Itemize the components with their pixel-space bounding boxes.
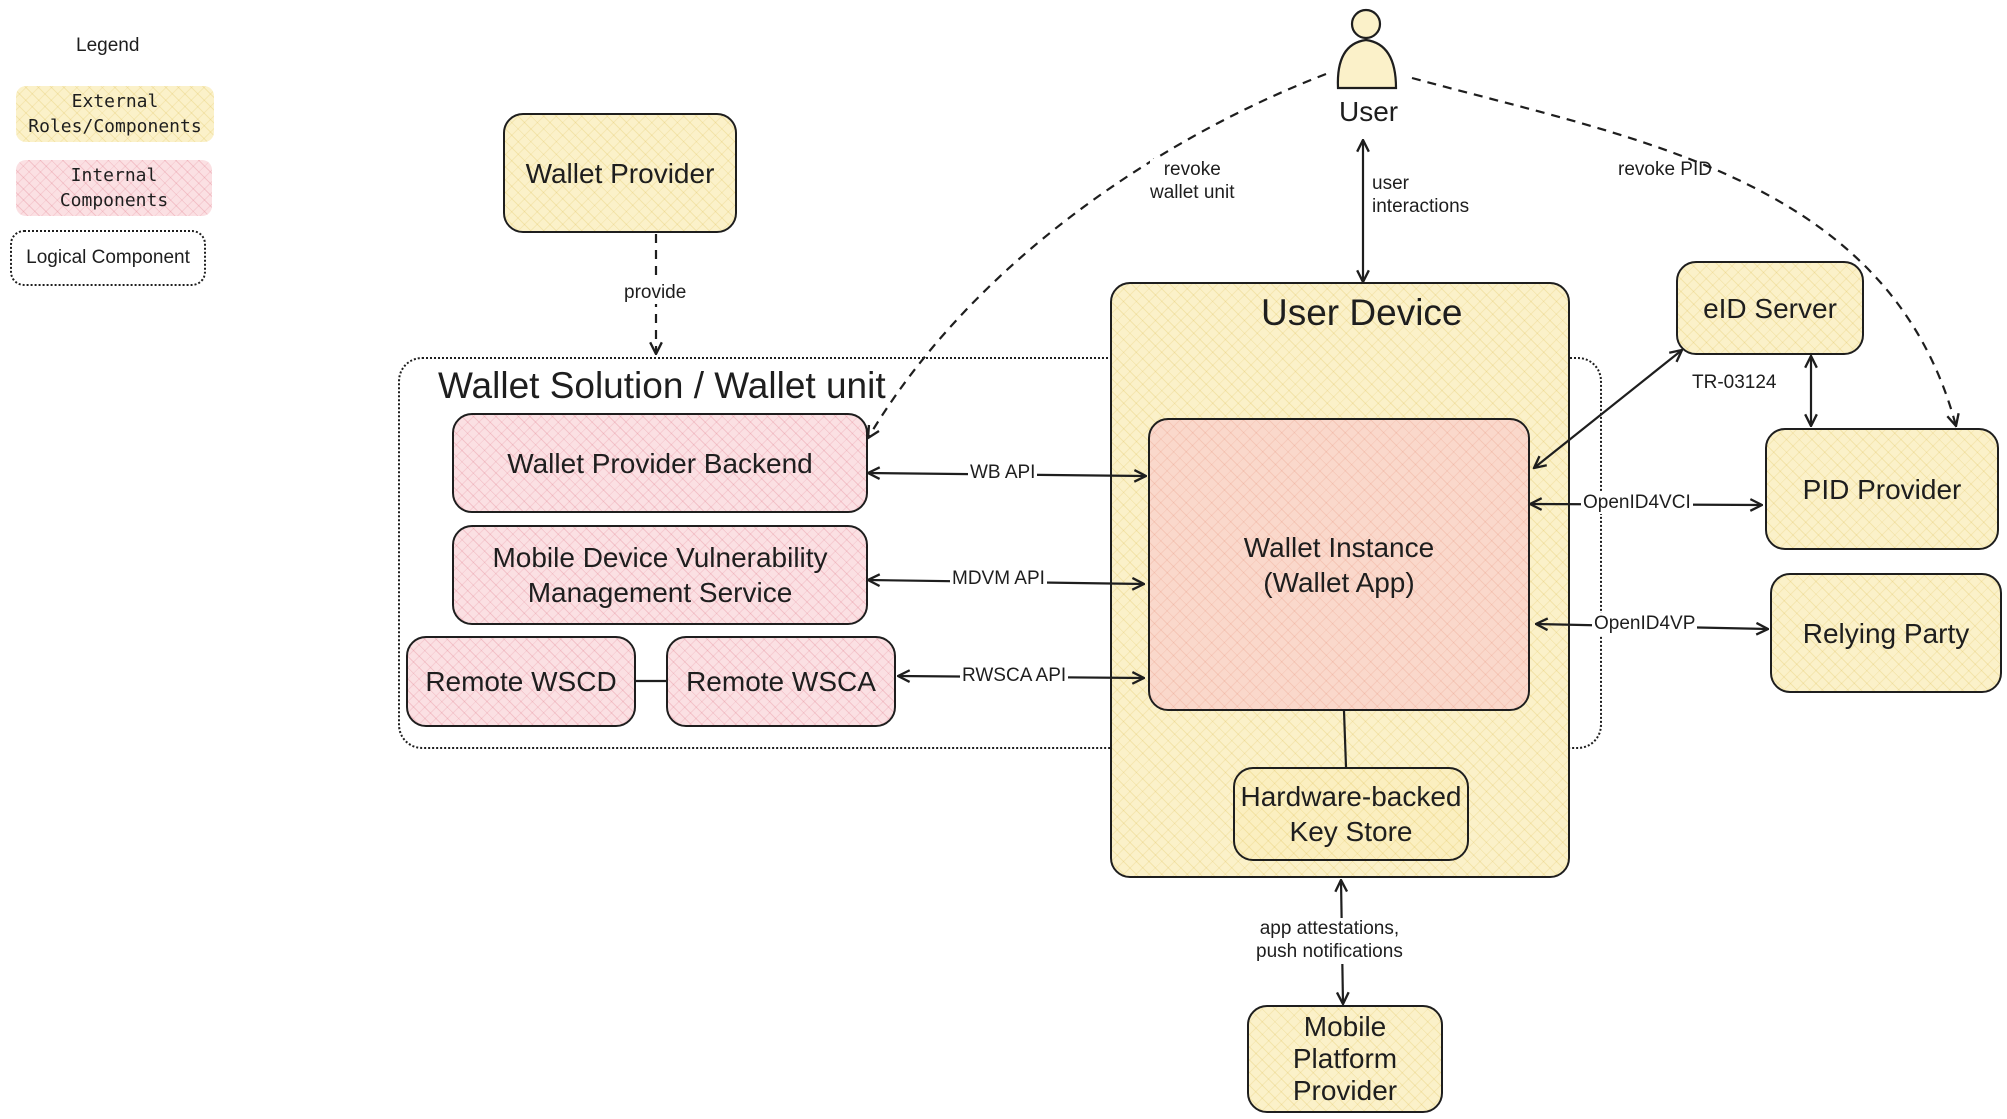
revoke-pid-connector [1411,76,1956,426]
legend-logical-label: Logical Component [26,247,190,269]
legend-external: External Roles/Components [16,86,214,142]
relying-party-label: Relying Party [1802,617,1970,649]
revoke-wallet-unit-connector [868,72,1327,438]
revoke-pid-label: revoke PID [1618,159,1712,180]
relying-party-box: Relying Party [1770,573,2002,693]
legend-external-label: External Roles/Components [28,90,202,137]
eid-server-label: eID Server [1703,292,1837,324]
remote-wscd-label: Remote WSCD [425,666,617,697]
user-interactions-label: user interactions [1372,173,1470,217]
wallet-instance-box: Wallet Instance (Wallet App) [1148,418,1530,711]
eid-server-box: eID Server [1676,261,1864,355]
pid-provider-label: PID Provider [1802,473,1962,505]
mdvm-service-label: Mobile Device Vulnerability Management S… [492,542,828,608]
legend-internal: Internal Components [16,160,212,216]
legend-title: Legend [76,35,140,56]
wallet-provider-box: Wallet Provider [503,113,737,233]
attestations-label: app attestations, push notifications [1256,918,1403,964]
revoke-wallet-unit-label: revoke wallet unit [1150,159,1235,205]
wallet-provider-backend-box: Wallet Provider Backend [452,413,868,513]
wallet-keystore-link [1342,710,1348,768]
remote-wsca-box: Remote WSCA [666,636,896,727]
mdvm-service-box: Mobile Device Vulnerability Management S… [452,525,868,625]
remote-wsca-label: Remote WSCA [686,666,876,697]
mobile-platform-provider-label: Mobile Platform Provider [1292,1010,1398,1107]
eid-wallet-connector [1534,350,1682,468]
legend-logical: Logical Component [10,230,206,286]
user-icon [1336,8,1398,90]
wallet-solution-title: Wallet Solution / Wallet unit [438,365,886,406]
key-store-label: Hardware-backed Key Store [1240,781,1462,847]
provide-label: provide [622,282,689,304]
wallet-provider-backend-label: Wallet Provider Backend [507,447,813,479]
remote-wscd-box: Remote WSCD [406,636,636,727]
user-label: User [1339,96,1399,127]
pid-provider-box: PID Provider [1765,428,1999,550]
wallet-provider-label: Wallet Provider [525,157,715,189]
tr03124-label: TR-03124 [1692,372,1777,393]
legend-internal-label: Internal Components [59,164,169,211]
mobile-platform-provider-box: Mobile Platform Provider [1247,1005,1443,1113]
key-store-box: Hardware-backed Key Store [1233,767,1469,861]
user-device-title: User Device [1261,292,1463,333]
openid4vp-label: OpenID4VP [1592,613,1698,635]
openid4vci-label: OpenID4VCI [1581,492,1693,514]
rwsca-api-label: RWSCA API [960,665,1069,687]
mdvm-api-label: MDVM API [950,568,1047,590]
wallet-instance-label: Wallet Instance (Wallet App) [1243,531,1435,598]
wb-api-label: WB API [968,462,1038,484]
wallet-solution-group [398,357,1602,749]
